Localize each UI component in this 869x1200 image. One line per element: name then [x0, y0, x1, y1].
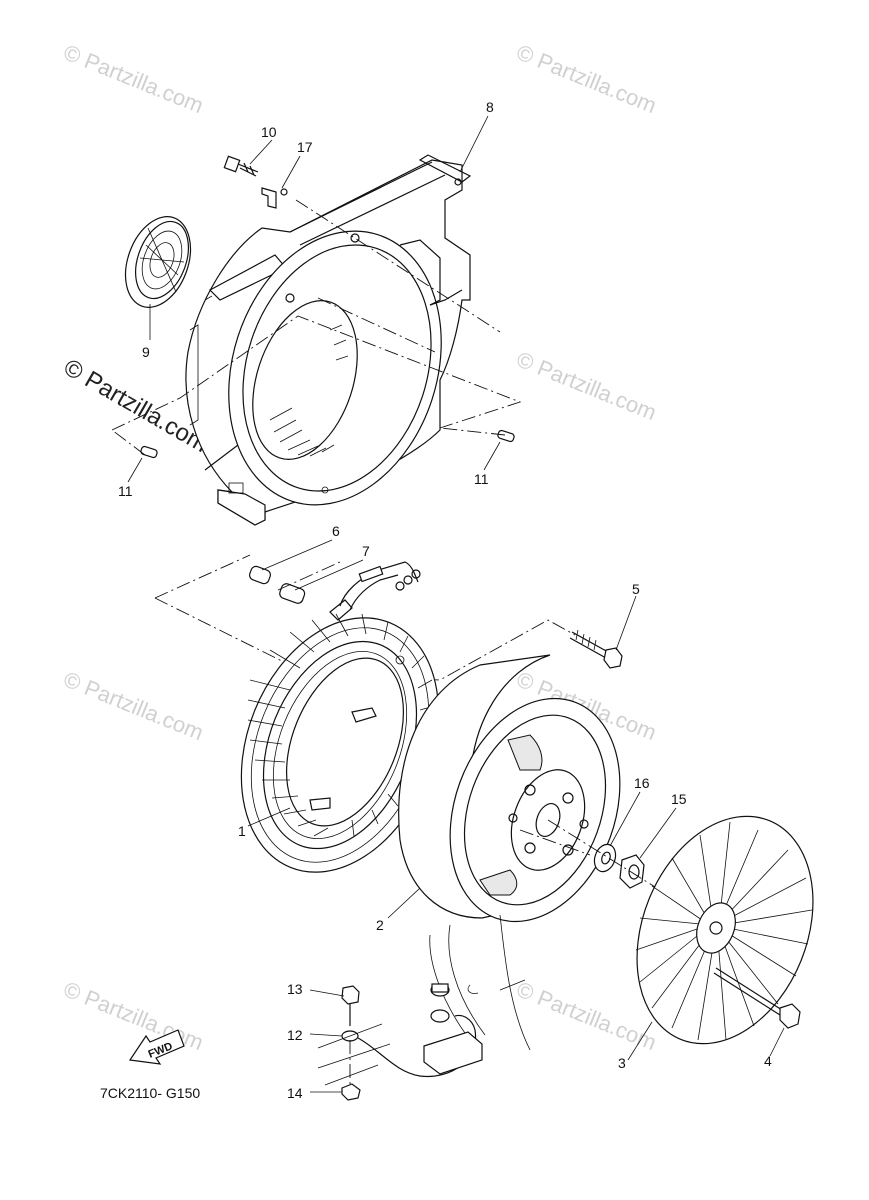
part-number-7: 7 — [362, 543, 370, 559]
watermark: © Partzilla.com — [513, 346, 660, 425]
cooling-fan — [635, 815, 814, 1045]
part-number-14: 14 — [287, 1085, 303, 1101]
part-number-11: 11 — [118, 483, 133, 499]
rotor — [398, 654, 621, 923]
part-labels: 8 10 17 9 11 11 6 7 5 16 15 1 2 13 12 14… — [118, 99, 772, 1101]
bolt-10 — [223, 155, 259, 177]
part-number-10: 10 — [261, 124, 277, 140]
watermark: © Partzilla.com — [60, 666, 207, 745]
stator — [240, 613, 440, 873]
part-number-17: 17 — [297, 139, 313, 155]
part-number-5: 5 — [632, 581, 640, 597]
frame-outline — [429, 914, 531, 1051]
part-number-11: 11 — [474, 471, 489, 487]
diagram-code: 7CK2110- G150 — [100, 1085, 200, 1101]
collar-6 — [249, 565, 271, 585]
part-number-6: 6 — [332, 523, 340, 539]
part-number-9: 9 — [142, 344, 150, 360]
part-number-4: 4 — [764, 1053, 772, 1069]
bolt-13 — [341, 985, 360, 1026]
bolt-4 — [713, 967, 801, 1029]
part-number-2: 2 — [376, 917, 384, 933]
part-number-12: 12 — [287, 1027, 303, 1043]
watermark: © Partzilla.com — [60, 39, 207, 118]
watermark: © Partzilla.com — [513, 39, 660, 118]
part-number-16: 16 — [634, 775, 650, 791]
dowel-pin — [140, 445, 158, 459]
watermark-layer: © Partzilla.com © Partzilla.com © Partzi… — [59, 39, 660, 1055]
ground-wire — [317, 983, 483, 1086]
leader-lines — [127, 115, 785, 1093]
dowel-pin — [497, 429, 515, 443]
part-number-13: 13 — [287, 981, 303, 997]
part-number-1: 1 — [238, 823, 246, 839]
clip-17 — [261, 187, 288, 209]
part-number-15: 15 — [671, 791, 687, 807]
part-number-8: 8 — [486, 99, 494, 115]
nut-14 — [341, 1083, 361, 1101]
bolt-5 — [569, 629, 623, 669]
grille-cover — [124, 216, 192, 308]
washer-16 — [593, 843, 617, 873]
part-number-3: 3 — [618, 1055, 626, 1071]
nut-15 — [619, 854, 645, 889]
collar-7 — [279, 583, 306, 604]
fan-housing — [185, 154, 472, 526]
lead-wires — [329, 561, 421, 621]
watermark: © Partzilla.com — [60, 976, 207, 1055]
watermark: © Partzilla.com — [513, 976, 660, 1055]
